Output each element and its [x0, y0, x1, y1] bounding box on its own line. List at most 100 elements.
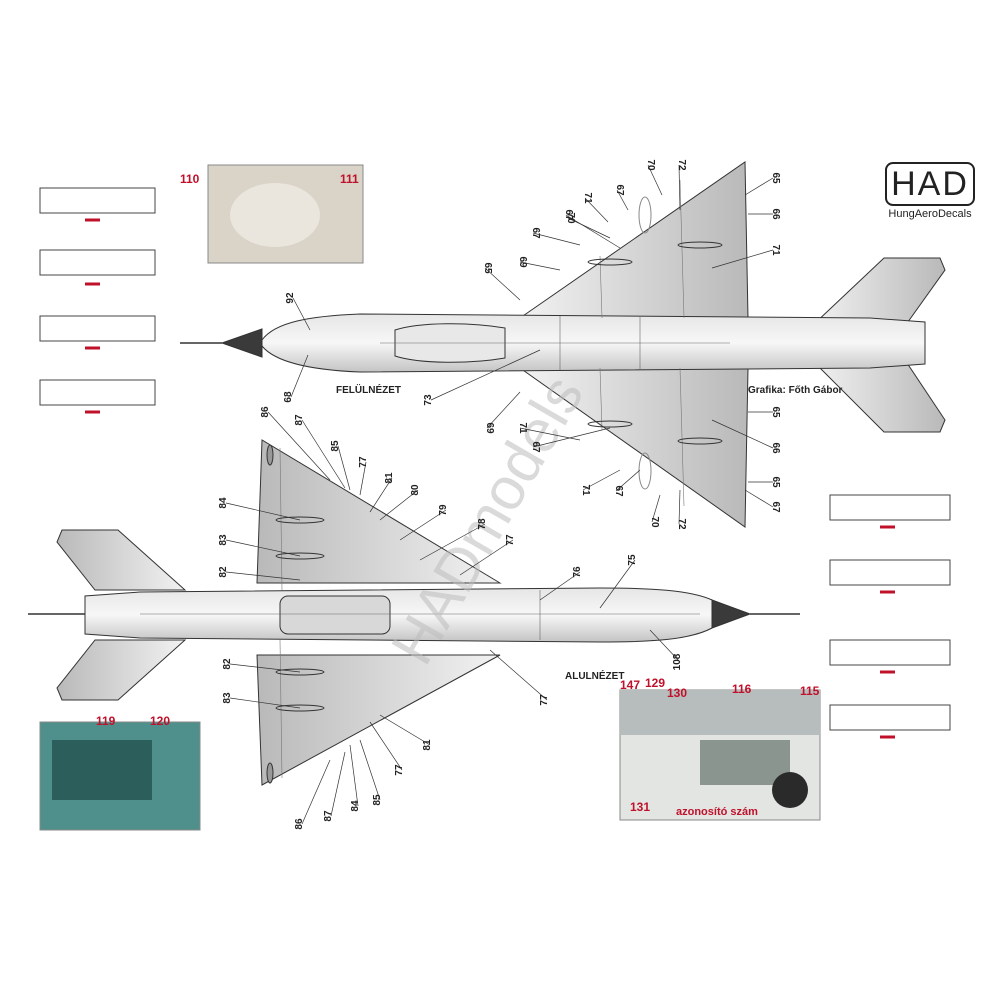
- callout-67: 67: [614, 184, 625, 196]
- callout-75: 75: [627, 554, 638, 566]
- callout-66: 66: [770, 442, 781, 454]
- callout-66: 66: [770, 208, 781, 220]
- callout-67: 67: [530, 441, 541, 453]
- callout-69: 69: [517, 256, 528, 268]
- callout-leader: [616, 189, 629, 211]
- bottom-fuselage: [84, 587, 713, 643]
- logo-mark: HAD: [885, 162, 975, 206]
- callout-leader: [229, 663, 301, 673]
- callout-65: 65: [770, 172, 781, 184]
- callout-leader: [225, 571, 301, 581]
- callout-84: 84: [218, 497, 229, 509]
- callout-leader: [678, 489, 681, 525]
- callout-leader: [599, 559, 636, 609]
- bottom-view-label: ALULNÉZET: [565, 669, 624, 682]
- callout-leader: [711, 419, 774, 449]
- callout-77: 77: [539, 694, 550, 706]
- callout-leader: [379, 489, 419, 521]
- callout-leader: [225, 539, 301, 557]
- bottom-stab-upper: [56, 529, 187, 591]
- photo-label-131: 131: [630, 800, 651, 814]
- callout-leader: [459, 539, 514, 576]
- callout-leader: [744, 177, 774, 196]
- callout-87: 87: [323, 810, 334, 822]
- had-logo: HAD HungAeroDecals: [885, 162, 975, 238]
- callout-leader: [399, 509, 447, 541]
- callout-78: 78: [477, 518, 488, 530]
- callout-71: 71: [580, 484, 591, 496]
- callout-leader: [337, 445, 351, 491]
- callout-leader: [292, 297, 311, 331]
- callout-leader: [711, 249, 774, 269]
- callout-leader: [419, 523, 486, 561]
- callout-69: 69: [484, 422, 495, 434]
- callout-86: 86: [294, 818, 305, 830]
- callout-92: 92: [285, 292, 296, 304]
- photo-label-147: 147: [620, 678, 641, 692]
- bottom-nose-cone: [711, 599, 752, 629]
- callout-77: 77: [358, 456, 369, 468]
- photo-label-110: 110: [180, 172, 200, 186]
- callout-leader: [486, 391, 521, 429]
- callout-67: 67: [563, 209, 574, 221]
- photo-label-130: 130: [667, 686, 688, 700]
- callout-77: 77: [505, 534, 516, 546]
- callout-leader: [229, 697, 301, 709]
- callout-83: 83: [222, 692, 233, 704]
- callout-leader: [301, 419, 346, 489]
- callout-leader: [532, 232, 581, 246]
- callout-70: 70: [645, 159, 656, 171]
- callout-83: 83: [218, 534, 229, 546]
- photo-label-116: 116: [732, 682, 752, 696]
- callout-79: 79: [438, 504, 449, 516]
- callout-leader: [539, 571, 581, 601]
- photo-label-119: 119: [96, 714, 116, 728]
- callout-72: 72: [676, 518, 687, 530]
- callout-67: 67: [530, 227, 541, 239]
- photo-label-111: 111: [340, 172, 359, 186]
- stencil-diagrams-right: [829, 494, 951, 739]
- callout-80: 80: [410, 484, 421, 496]
- bottom-wing-upper: [256, 439, 502, 584]
- callout-71: 71: [582, 192, 593, 204]
- callout-leader: [290, 354, 309, 398]
- callout-leader: [369, 721, 403, 771]
- top-view-aircraft: [180, 161, 946, 528]
- top-stab-upper: [810, 257, 946, 327]
- callout-73: 73: [423, 394, 434, 406]
- callout-82: 82: [218, 566, 229, 578]
- callout-70: 70: [649, 516, 660, 528]
- callout-86: 86: [260, 406, 271, 418]
- callout-leader: [484, 267, 521, 301]
- callout-leader: [225, 502, 301, 521]
- callout-leader: [489, 649, 548, 701]
- callout-leader: [615, 469, 641, 492]
- bottom-ventral-bay: [279, 595, 391, 635]
- callout-leader: [565, 214, 621, 249]
- top-nose-cone: [220, 328, 263, 358]
- callout-71: 71: [517, 422, 528, 434]
- bottom-stab-lower: [56, 639, 187, 701]
- callout-70: 70: [565, 212, 576, 224]
- callout-leader: [430, 349, 541, 401]
- callout-85: 85: [372, 794, 383, 806]
- callout-71: 71: [770, 244, 781, 256]
- bottom-view-aircraft: [28, 439, 800, 786]
- callout-leader: [519, 261, 561, 271]
- callout-82: 82: [222, 658, 233, 670]
- callout-81: 81: [422, 739, 433, 751]
- bottom-wing-lower: [256, 654, 501, 786]
- callout-72: 72: [676, 159, 687, 171]
- callout-65: 65: [482, 262, 493, 274]
- gear-photo-caption: azonosító szám: [676, 806, 758, 818]
- callout-84: 84: [350, 800, 361, 812]
- callout-85: 85: [330, 440, 341, 452]
- callout-leader: [651, 494, 661, 523]
- callout-leader: [744, 489, 774, 508]
- stencil-diagrams-left: [39, 187, 156, 414]
- callout-leader: [359, 461, 367, 496]
- callout-leader: [567, 217, 611, 239]
- callout-65: 65: [770, 406, 781, 418]
